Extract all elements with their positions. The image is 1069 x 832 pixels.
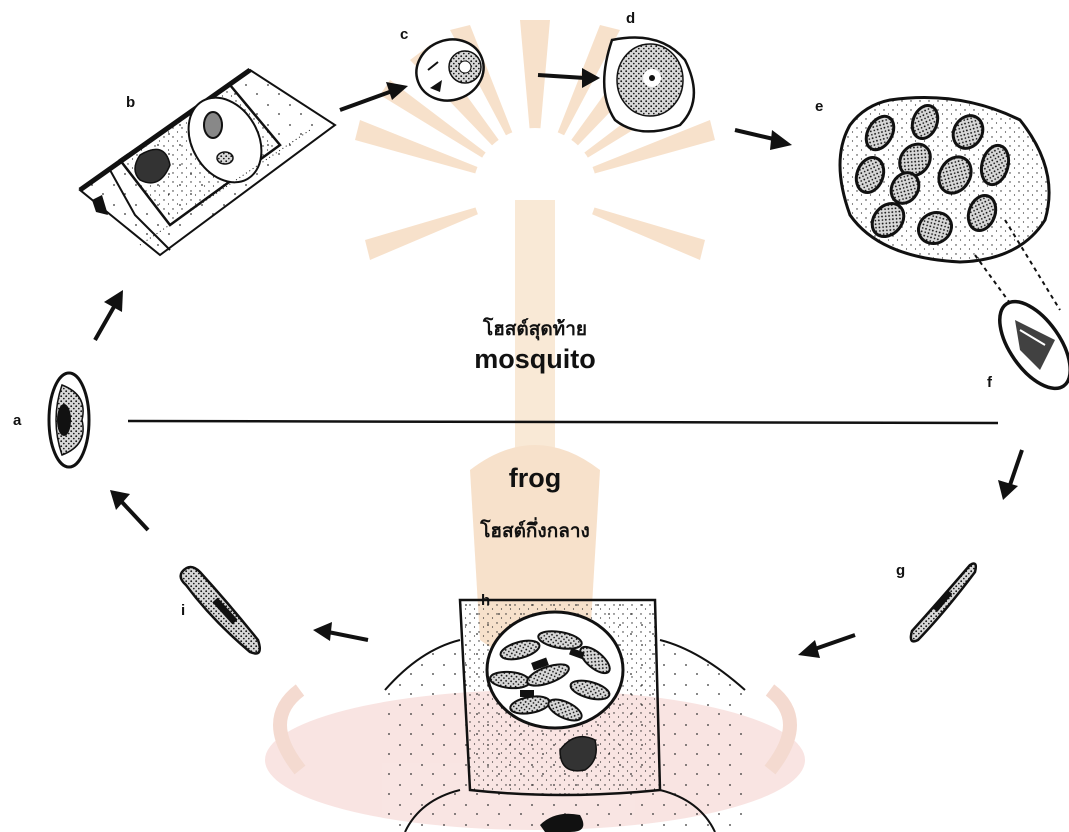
stage-label-h: h: [481, 592, 490, 609]
stage-g-sporozoite: [911, 564, 976, 642]
stage-e-mature-oocyst: [840, 98, 1060, 311]
stage-label-e: e: [815, 98, 823, 115]
stage-b-midgut-epithelium: [80, 70, 335, 255]
arrow-h-to-i: [313, 622, 368, 641]
stage-h-schizont-host-cell: [385, 600, 745, 832]
stage-label-c: c: [400, 26, 408, 43]
stage-label-g: g: [896, 562, 905, 579]
stage-label-d: d: [626, 10, 635, 27]
arrow-d-to-e: [735, 130, 792, 150]
stage-label-b: b: [126, 94, 135, 111]
stage-label-f: f: [987, 374, 992, 391]
arrow-a-to-b: [95, 290, 123, 340]
stage-f-sporozoite-detail: [986, 290, 1069, 401]
stage-i-merozoite: [181, 567, 260, 654]
stage-c-young-oocyst: [408, 30, 492, 110]
stage-label-a: a: [13, 412, 21, 429]
host-divider-line: [128, 421, 998, 423]
arrow-g-to-h: [798, 635, 855, 658]
arrow-f-to-g: [998, 450, 1022, 500]
definitive-host-thai-label: โฮสต์สุดท้าย: [425, 314, 645, 344]
intermediate-host-thai-label: โฮสต์กึ่งกลาง: [425, 516, 645, 546]
stage-label-i: i: [181, 602, 185, 619]
intermediate-host-label: frog: [435, 463, 635, 494]
stage-a-gametocyte-cell: [49, 373, 89, 467]
stage-d-oocyst: [604, 38, 694, 132]
arrow-i-to-a: [110, 490, 148, 530]
definitive-host-label: mosquito: [435, 344, 635, 375]
